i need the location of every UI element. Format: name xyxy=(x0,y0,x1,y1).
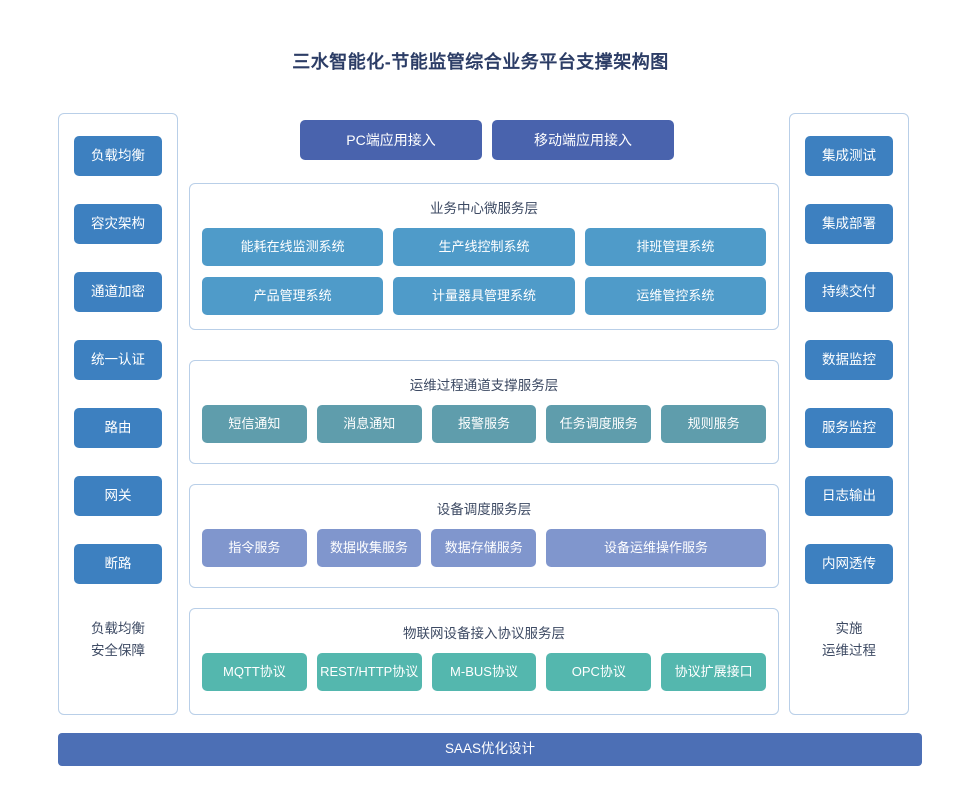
service-ops-control[interactable]: 运维管控系统 xyxy=(584,277,766,315)
protocol-mqtt[interactable]: MQTT协议 xyxy=(202,653,307,691)
sidebar-item-load-balance[interactable]: 负载均衡 xyxy=(74,136,162,176)
layer-business-title: 业务中心微服务层 xyxy=(430,201,538,216)
layer-business-row-2: 产品管理系统 计量器具管理系统 运维管控系统 xyxy=(190,277,778,326)
service-data-storage[interactable]: 数据存储服务 xyxy=(431,529,537,567)
layer-business-microservices: 业务中心微服务层 能耗在线监测系统 生产线控制系统 排班管理系统 产品管理系统 … xyxy=(189,183,779,330)
protocol-m-bus[interactable]: M-BUS协议 xyxy=(431,653,537,691)
service-message-notification[interactable]: 消息通知 xyxy=(316,405,422,443)
sidebar-item-service-monitoring[interactable]: 服务监控 xyxy=(805,408,893,448)
sidebar-item-integration-deploy[interactable]: 集成部署 xyxy=(805,204,893,244)
layer-iot-protocol-access: 物联网设备接入协议服务层 MQTT协议 REST/HTTP协议 M-BUS协议 … xyxy=(189,608,779,715)
service-rules[interactable]: 规则服务 xyxy=(661,405,766,443)
left-column-footer-line1: 负载均衡 xyxy=(91,621,145,636)
sidebar-item-unified-auth[interactable]: 统一认证 xyxy=(74,340,162,380)
sidebar-item-intranet-tunnel[interactable]: 内网透传 xyxy=(805,544,893,584)
layer-ops-title: 运维过程通道支撑服务层 xyxy=(409,378,559,393)
pc-access-button[interactable]: PC端应用接入 xyxy=(300,120,482,160)
saas-optimization-bar: SAAS优化设计 xyxy=(58,733,922,766)
sidebar-item-integration-test[interactable]: 集成测试 xyxy=(805,136,893,176)
layer-iot-title: 物联网设备接入协议服务层 xyxy=(403,626,565,641)
service-metering-device-management[interactable]: 计量器具管理系统 xyxy=(393,277,575,315)
sidebar-item-circuit-breaker[interactable]: 断路 xyxy=(74,544,162,584)
right-capability-column: 集成测试 集成部署 持续交付 数据监控 服务监控 日志输出 内网透传 实施 运维… xyxy=(789,113,909,715)
layer-business-row-1: 能耗在线监测系统 生产线控制系统 排班管理系统 xyxy=(190,228,778,277)
service-energy-online-monitoring[interactable]: 能耗在线监测系统 xyxy=(202,228,384,266)
layer-device-scheduling: 设备调度服务层 指令服务 数据收集服务 数据存储服务 设备运维操作服务 xyxy=(189,484,779,588)
service-production-line-control[interactable]: 生产线控制系统 xyxy=(393,228,575,266)
service-sms-notification[interactable]: 短信通知 xyxy=(202,405,307,443)
left-column-footer-line2: 安全保障 xyxy=(91,643,145,659)
service-product-management[interactable]: 产品管理系统 xyxy=(202,277,384,315)
sidebar-item-routing[interactable]: 路由 xyxy=(74,408,162,448)
page-title: 三水智能化-节能监管综合业务平台支撑架构图 xyxy=(292,52,669,72)
service-device-ops-operation[interactable]: 设备运维操作服务 xyxy=(546,529,766,567)
sidebar-item-dr-architecture[interactable]: 容灾架构 xyxy=(74,204,162,244)
left-column-footer: 负载均衡 安全保障 xyxy=(91,618,145,663)
service-data-collection[interactable]: 数据收集服务 xyxy=(316,529,422,567)
layer-device-title: 设备调度服务层 xyxy=(436,502,532,517)
protocol-rest-http[interactable]: REST/HTTP协议 xyxy=(316,653,422,691)
sidebar-item-log-output[interactable]: 日志输出 xyxy=(805,476,893,516)
right-column-footer: 实施 运维过程 xyxy=(822,618,876,663)
right-column-footer-line2: 运维过程 xyxy=(822,643,876,659)
service-shift-management[interactable]: 排班管理系统 xyxy=(584,228,766,266)
mobile-access-button[interactable]: 移动端应用接入 xyxy=(492,120,674,160)
layer-device-row-1: 指令服务 数据收集服务 数据存储服务 设备运维操作服务 xyxy=(190,529,778,578)
service-alarm[interactable]: 报警服务 xyxy=(431,405,537,443)
layer-ops-row-1: 短信通知 消息通知 报警服务 任务调度服务 规则服务 xyxy=(190,405,778,454)
right-column-footer-line1: 实施 xyxy=(835,621,863,636)
protocol-opc[interactable]: OPC协议 xyxy=(546,653,652,691)
layer-ops-channel-support: 运维过程通道支撑服务层 短信通知 消息通知 报警服务 任务调度服务 规则服务 xyxy=(189,360,779,464)
protocol-extension-interface[interactable]: 协议扩展接口 xyxy=(661,653,766,691)
service-command[interactable]: 指令服务 xyxy=(202,529,307,567)
application-access-row: PC端应用接入 移动端应用接入 xyxy=(300,120,674,160)
sidebar-item-gateway[interactable]: 网关 xyxy=(74,476,162,516)
left-capability-column: 负载均衡 容灾架构 通道加密 统一认证 路由 网关 断路 负载均衡 安全保障 xyxy=(58,113,178,715)
sidebar-item-channel-encryption[interactable]: 通道加密 xyxy=(74,272,162,312)
layer-iot-row-1: MQTT协议 REST/HTTP协议 M-BUS协议 OPC协议 协议扩展接口 xyxy=(190,653,778,702)
service-task-scheduling[interactable]: 任务调度服务 xyxy=(546,405,652,443)
sidebar-item-data-monitoring[interactable]: 数据监控 xyxy=(805,340,893,380)
sidebar-item-continuous-delivery[interactable]: 持续交付 xyxy=(805,272,893,312)
